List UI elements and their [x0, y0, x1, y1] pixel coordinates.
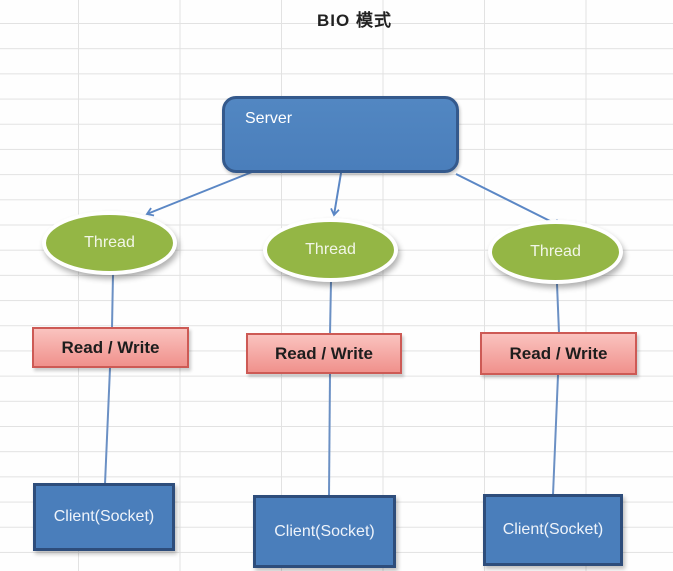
diagram-title: BIO 模式: [317, 11, 392, 30]
thread-to-readwrite-line-right: [556, 283, 560, 334]
node-server: Server: [222, 96, 459, 173]
server-to-thread-arrow-middle: [330, 172, 342, 217]
readwrite-label: Read / Write: [61, 337, 160, 357]
thread-label: Thread: [84, 234, 135, 251]
node-client-right: Client(Socket): [483, 494, 623, 566]
readwrite-to-client-line-right: [552, 374, 559, 496]
node-client-left: Client(Socket): [33, 483, 175, 551]
node-readwrite-middle: Read / Write: [246, 333, 402, 374]
node-readwrite-left: Read / Write: [32, 327, 189, 368]
readwrite-to-client-line-left: [104, 367, 111, 485]
readwrite-label: Read / Write: [509, 343, 608, 363]
server-label: Server: [245, 110, 293, 127]
node-thread-right: Thread: [488, 220, 623, 284]
server-to-thread-arrow-right: [455, 173, 562, 228]
readwrite-to-client-line-middle: [328, 373, 331, 497]
thread-to-readwrite-line-left: [111, 273, 114, 329]
thread-to-readwrite-line-middle: [329, 280, 332, 335]
node-thread-middle: Thread: [263, 218, 398, 282]
node-client-middle: Client(Socket): [253, 495, 396, 568]
node-thread-left: Thread: [42, 211, 177, 275]
server-to-thread-arrow-left: [145, 171, 253, 217]
readwrite-label: Read / Write: [275, 343, 373, 363]
thread-label: Thread: [305, 241, 356, 258]
thread-label: Thread: [530, 243, 581, 260]
client-label: Client(Socket): [53, 508, 155, 525]
client-label: Client(Socket): [274, 522, 375, 540]
node-readwrite-right: Read / Write: [480, 332, 637, 375]
client-label: Client(Socket): [502, 521, 604, 538]
